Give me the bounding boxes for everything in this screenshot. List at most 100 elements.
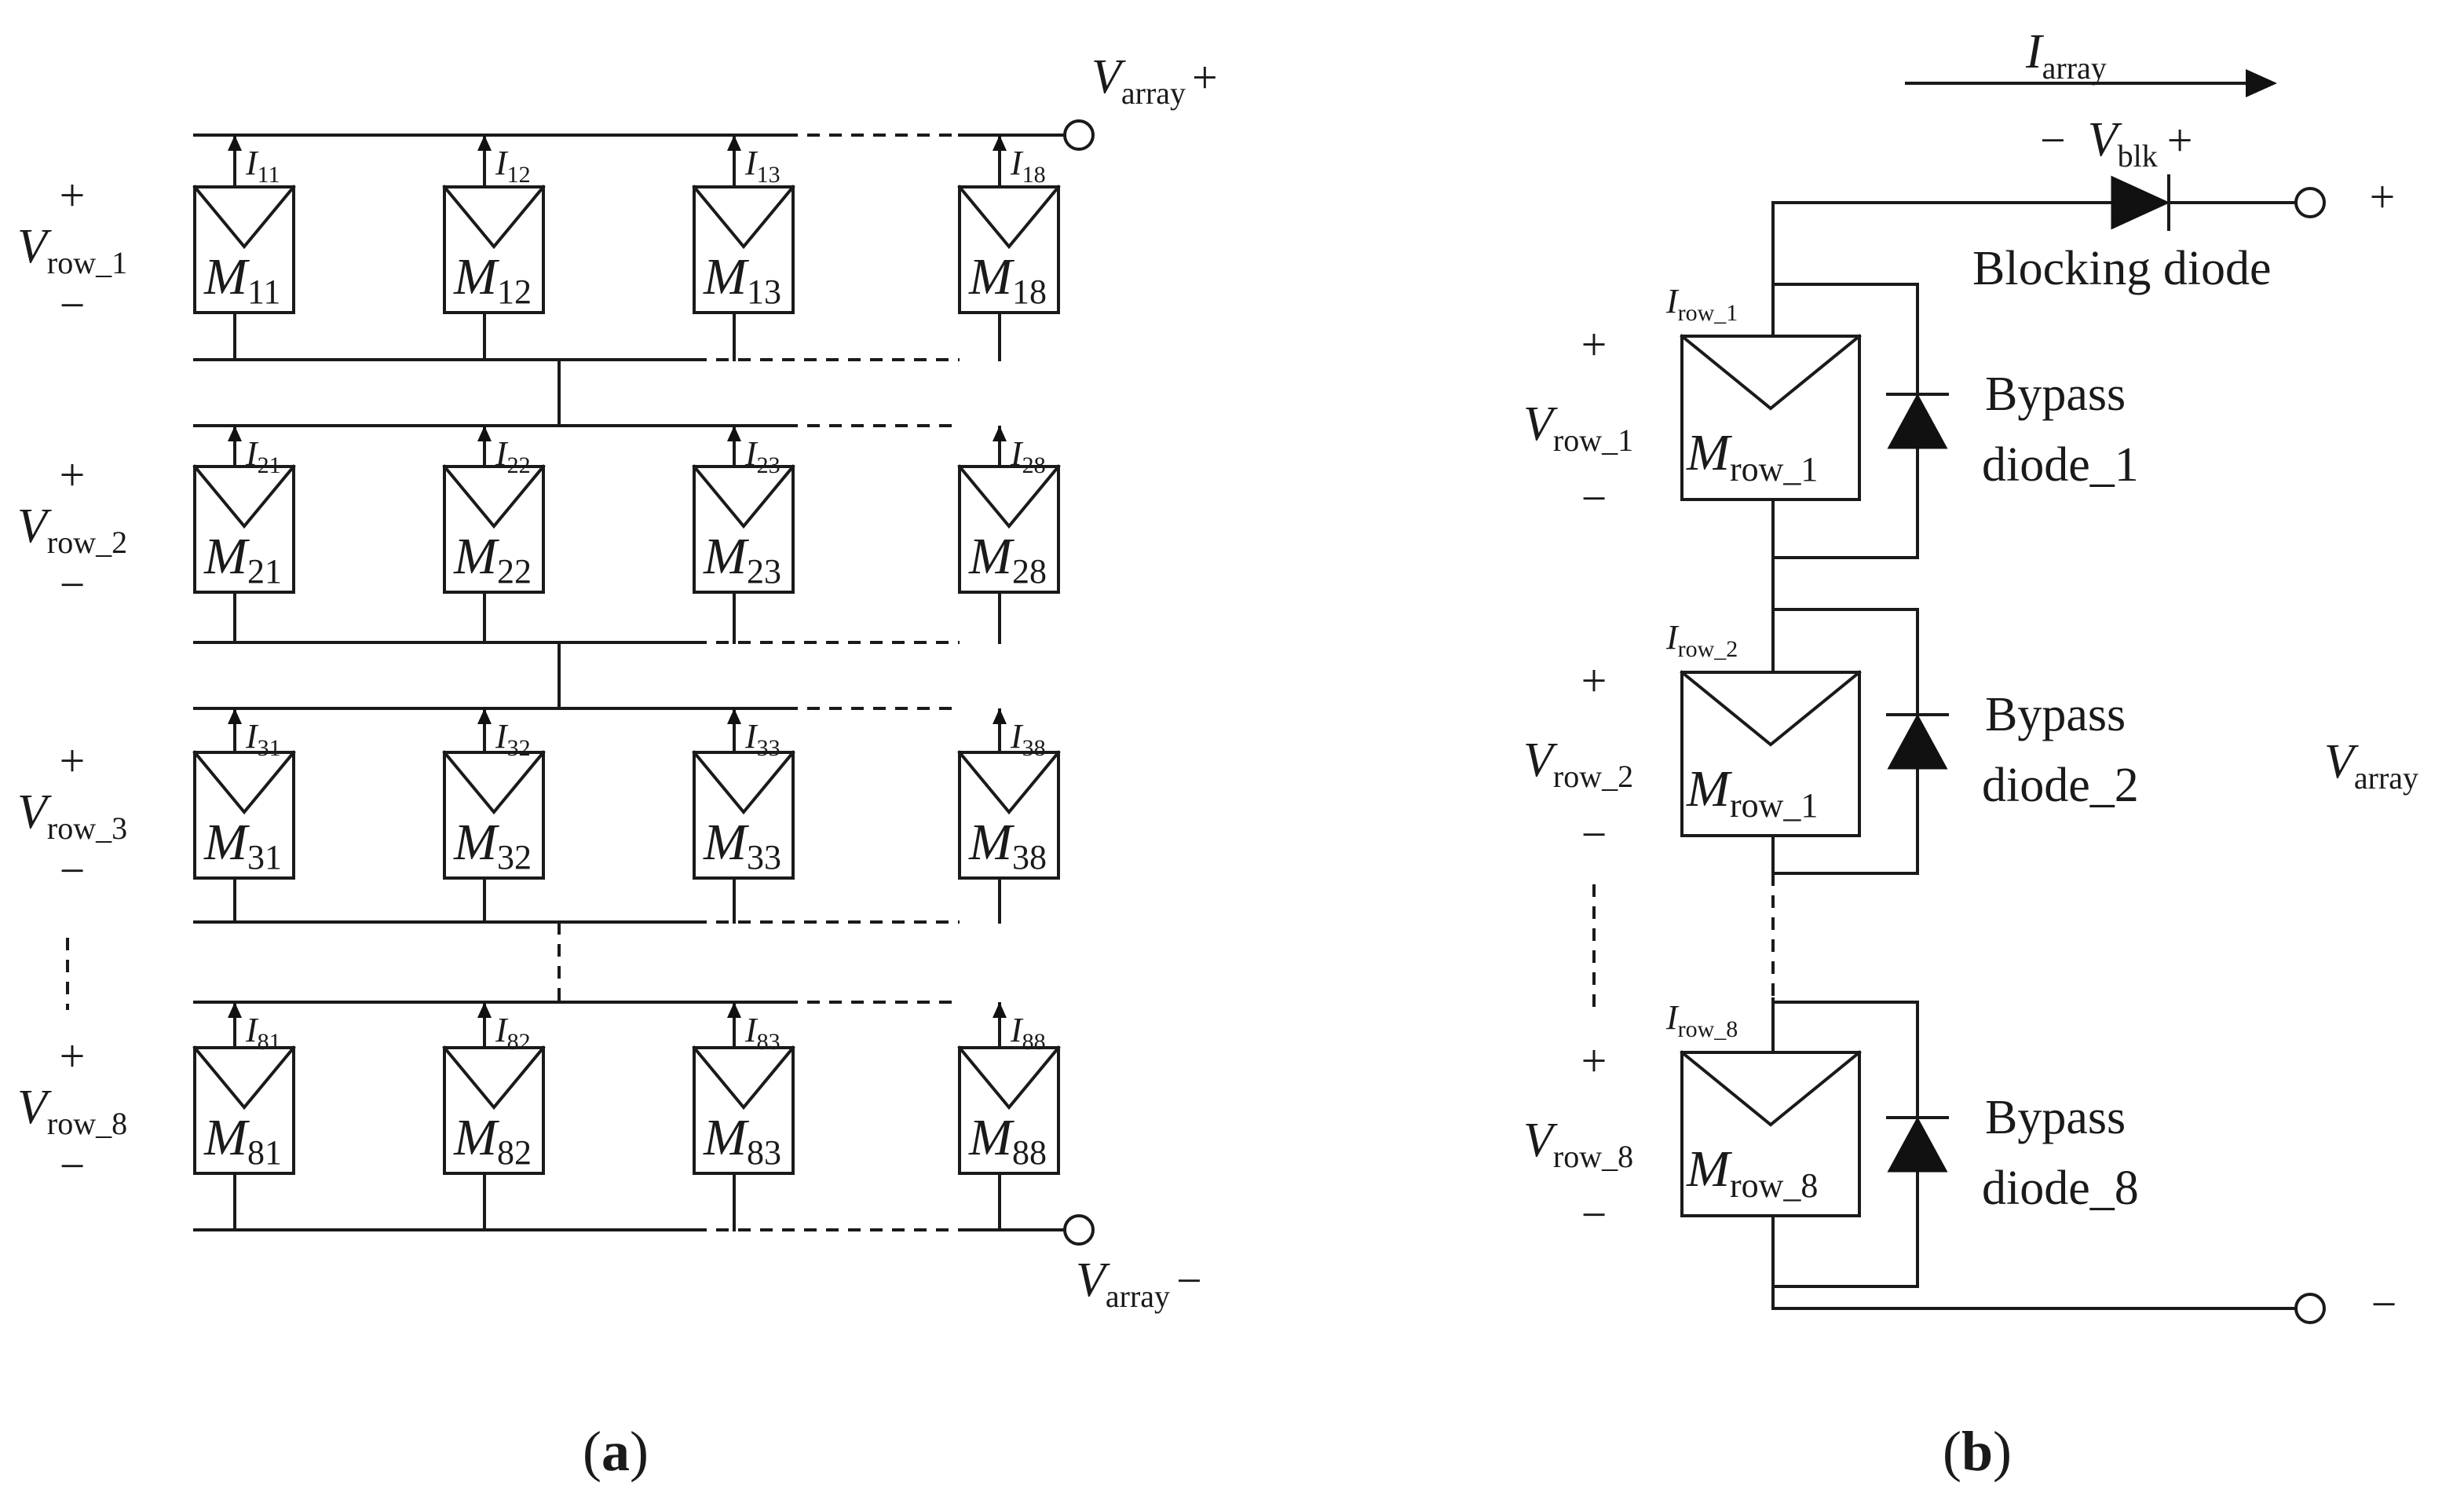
row-current-label: Irow_1 (1665, 282, 1738, 326)
pv-cell-symbol (1680, 1050, 1862, 1127)
current-label: I22 (495, 434, 531, 478)
out-minus-terminal (2294, 1293, 2326, 1324)
row-minus-sign: − (60, 845, 86, 896)
bypass-diode-triangle (1887, 393, 1948, 449)
current-label-sub: 81 (258, 1029, 281, 1055)
pv-module-3-1: M31 I31 (192, 708, 296, 924)
current-arrow (727, 426, 741, 441)
caption-b-open: ( (1943, 1420, 1961, 1483)
module-label-main: M (203, 248, 250, 306)
current-label-main: I (495, 717, 509, 756)
module-label-sub: 18 (1012, 273, 1047, 311)
row-voltage-label-sub: row_1 (47, 245, 127, 280)
current-arrow (993, 426, 1007, 441)
current-label-main: I (495, 1011, 509, 1049)
module-label: M11 (203, 248, 280, 311)
current-label-sub: 11 (258, 162, 280, 188)
pv-cell-symbol (192, 1045, 296, 1111)
current-label: I31 (245, 717, 281, 761)
row-minus-sign: − (60, 559, 86, 610)
caption-a-open: ( (583, 1420, 601, 1483)
row-voltage-label: Vrow_2 (17, 500, 127, 560)
v-array-bottom-main: V (1076, 1253, 1110, 1307)
row-module-label-main: M (1686, 424, 1733, 481)
row-module-label-main: M (1686, 1140, 1733, 1198)
current-label-sub: 88 (1022, 1029, 1046, 1055)
current-arrow (727, 1002, 741, 1018)
module-label-main: M (968, 248, 1015, 306)
v-blk-minus: − (2040, 115, 2066, 166)
current-label-main: I (744, 717, 759, 756)
i-array-label-sub: array (2042, 50, 2107, 86)
row-current-label-main: I (1665, 998, 1680, 1037)
module-label-sub: 22 (497, 552, 532, 591)
row-voltage-label-main: V (17, 1081, 52, 1134)
bypass-diode-triangle (1887, 1116, 1948, 1173)
out-minus-sign: − (2371, 1279, 2397, 1330)
current-label-main: I (1010, 717, 1024, 756)
module-label-main: M (968, 528, 1015, 585)
pv-cell-symbol (692, 1045, 795, 1111)
row-plus-sign: + (60, 735, 86, 786)
row-module-label-main: M (1686, 760, 1733, 818)
pv-cell-symbol (692, 750, 795, 815)
bypass-label-line1: Bypass (1985, 368, 2126, 421)
v-blk-label: −Vblk+ (2040, 113, 2192, 174)
row-module-label: Mrow_1 (1686, 424, 1818, 489)
module-label-sub: 32 (497, 838, 532, 876)
caption-b-close: ) (1993, 1420, 2012, 1483)
current-label-main: I (495, 144, 509, 182)
current-label-sub: 23 (757, 452, 781, 478)
module-label-main: M (203, 528, 250, 585)
row-voltage-label: Vrow_8 (1523, 1114, 1633, 1174)
v-array-bottom-sub: array (1106, 1279, 1170, 1314)
current-label: I21 (245, 434, 281, 478)
row-voltage-label-main: V (17, 220, 52, 273)
row-plus-sign: + (1581, 1035, 1607, 1086)
row-module-label-sub: row_1 (1730, 450, 1818, 489)
row-current-label: Irow_2 (1665, 618, 1738, 662)
current-label-main: I (744, 434, 759, 473)
caption-a-close: ) (630, 1420, 649, 1483)
module-label-sub: 13 (747, 273, 781, 311)
bypass-label-line2: diode_2 (1982, 759, 2139, 812)
pv-cell-symbol (692, 185, 795, 250)
current-label: I11 (245, 144, 280, 188)
row-module-label-sub: row_1 (1730, 786, 1818, 825)
out-plus-sign: + (2370, 171, 2396, 222)
current-label: I12 (495, 144, 531, 188)
pv-cell-symbol (442, 1045, 546, 1111)
current-label-sub: 32 (507, 735, 531, 761)
pv-cell-symbol (442, 464, 546, 529)
caption-b: (b) (1943, 1420, 2012, 1483)
row-module-label: Mrow_1 (1686, 760, 1818, 825)
row-module-box (1680, 671, 1861, 837)
current-label: I13 (744, 144, 781, 188)
current-label-main: I (245, 717, 259, 756)
current-arrow (727, 708, 741, 724)
row-module-box (1680, 335, 1861, 501)
v-array-bottom-label: Varray− (1076, 1253, 1202, 1314)
module-label: M12 (453, 248, 532, 311)
module-label: M83 (703, 1109, 781, 1172)
v-blk-main: V (2088, 113, 2122, 167)
current-arrow (477, 135, 492, 151)
current-arrow (228, 135, 242, 151)
bypass-diode-triangle (1887, 713, 1948, 770)
module-label-sub: 21 (247, 552, 282, 591)
current-label: I18 (1010, 144, 1046, 188)
module-label-sub: 12 (497, 273, 532, 311)
module-label: M31 (203, 814, 282, 876)
row-voltage-label-sub: row_3 (47, 811, 127, 846)
pv-cell-symbol (1680, 334, 1862, 411)
v-array-label-sub: array (2354, 760, 2418, 796)
row-voltage-label-main: V (17, 500, 52, 553)
bypass-label-line2: diode_1 (1982, 438, 2139, 492)
current-label-main: I (245, 1011, 259, 1049)
row-voltage-label: Vrow_1 (1523, 397, 1633, 458)
row-voltage-label-main: V (1523, 1114, 1558, 1167)
